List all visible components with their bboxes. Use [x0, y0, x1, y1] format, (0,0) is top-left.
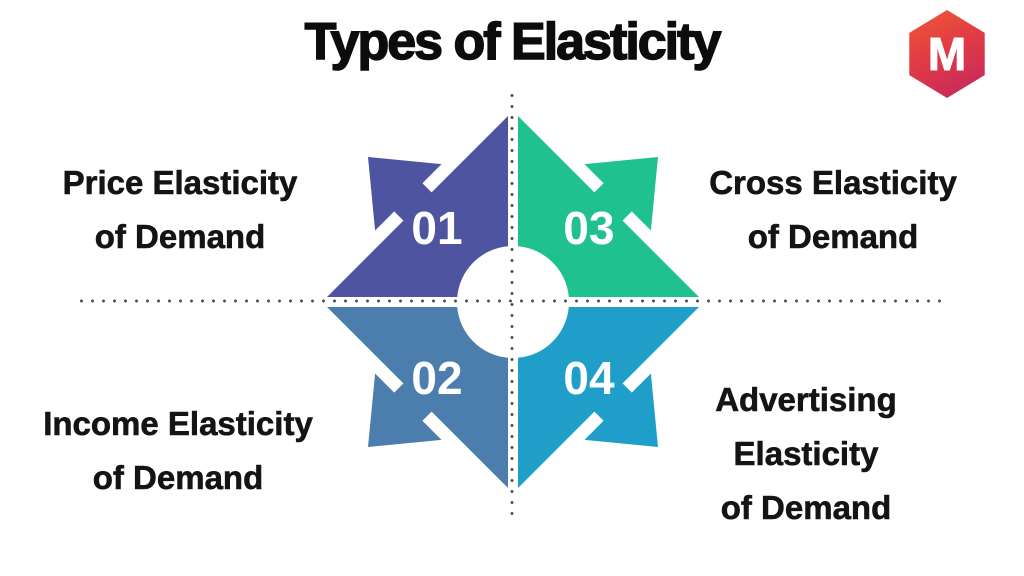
label-line: Advertising [715, 381, 897, 419]
quadrant-number-04: 04 [563, 352, 615, 404]
label-line: of Demand [720, 489, 892, 527]
quadrant-number-03: 03 [563, 202, 614, 254]
label-income-elasticity: Income Elasticity of Demand [13, 397, 343, 505]
label-line: of Demand [92, 459, 264, 497]
label-price-elasticity: Price Elasticity of Demand [15, 156, 345, 264]
label-line: of Demand [94, 218, 266, 256]
label-line: Elasticity [733, 435, 879, 473]
label-line: Price Elasticity [62, 164, 298, 202]
quadrant-number-02: 02 [411, 352, 462, 404]
label-line: of Demand [747, 218, 919, 256]
page-title: Types of Elasticity [304, 12, 722, 72]
quadrant-number-01: 01 [411, 202, 462, 254]
brand-logo-letter: M [927, 28, 967, 80]
label-line: Income Elasticity [43, 405, 313, 443]
label-cross-elasticity: Cross Elasticity of Demand [668, 156, 998, 264]
elasticity-arrow-star: 01 03 02 04 [327, 116, 699, 488]
label-line: Cross Elasticity [709, 164, 957, 202]
vertical-dotted-axis [510, 90, 514, 520]
label-advertising-elasticity: Advertising Elasticity of Demand [641, 373, 971, 535]
